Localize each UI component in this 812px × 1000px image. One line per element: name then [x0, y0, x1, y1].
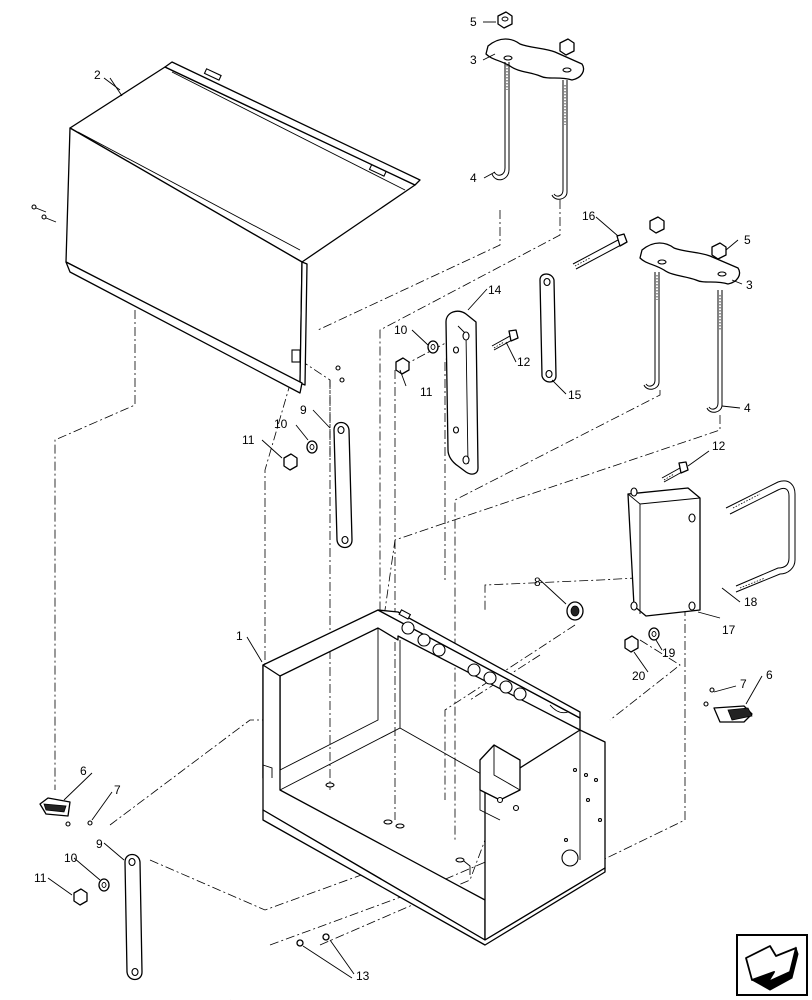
- battery-cover[interactable]: [65, 61, 421, 394]
- assembly-centerlines: [54, 200, 721, 946]
- callout-4a: 4: [470, 171, 477, 185]
- washer-middle: [306, 440, 318, 454]
- nut-upper: [395, 357, 410, 375]
- callout-9a: 9: [300, 403, 307, 417]
- callout-13: 13: [356, 969, 370, 983]
- bolt-upper: [491, 329, 519, 351]
- nut-bottom: [73, 888, 88, 906]
- callout-11a: 11: [420, 385, 433, 399]
- callout-20: 20: [632, 669, 646, 683]
- j-bolt-upper-right[interactable]: [551, 80, 568, 200]
- callout-7a: 7: [740, 677, 747, 691]
- callout-4b: 4: [744, 401, 751, 415]
- cover-screws: [31, 204, 345, 383]
- small-screws: [296, 933, 330, 947]
- grommet: [566, 601, 584, 621]
- j-bolt-right-b[interactable]: [706, 290, 723, 413]
- strap-plate[interactable]: [539, 273, 557, 383]
- callout-2: 2: [94, 68, 101, 82]
- callout-19: 19: [662, 646, 676, 660]
- callout-6a: 6: [766, 668, 773, 682]
- callout-10c: 10: [64, 851, 78, 865]
- hold-down-clamp-upper[interactable]: [485, 38, 585, 81]
- callout-11c: 11: [34, 871, 47, 885]
- callout-3a: 3: [470, 53, 477, 67]
- callout-labels: 2 1 5 3 4 16 5 3 4 14 10 11 12 15 9 10 1…: [34, 15, 773, 983]
- callout-10b: 10: [274, 417, 288, 431]
- j-bolt-upper-left[interactable]: [491, 62, 510, 181]
- washer-upper: [427, 340, 439, 354]
- battery-box[interactable]: [262, 609, 606, 946]
- clip-left[interactable]: [39, 797, 71, 817]
- callout-5b: 5: [744, 233, 751, 247]
- callout-12a: 12: [517, 355, 531, 369]
- callout-1: 1: [236, 629, 243, 643]
- callout-11b: 11: [242, 433, 255, 447]
- callout-15: 15: [568, 388, 582, 402]
- callout-9b: 9: [96, 837, 103, 851]
- next-page-arrow-icon[interactable]: [736, 934, 808, 996]
- washer-bottom: [98, 878, 110, 892]
- mounting-bracket[interactable]: [445, 310, 479, 475]
- clip-right[interactable]: [713, 705, 753, 723]
- callout-8: 8: [534, 575, 541, 589]
- pin-left: [65, 820, 93, 827]
- long-bolt[interactable]: [572, 233, 628, 270]
- hold-down-clamp-right[interactable]: [639, 242, 741, 285]
- angle-bracket[interactable]: [627, 487, 701, 617]
- callout-leaders: [47, 21, 763, 979]
- hex-nut-right-a: [649, 216, 665, 234]
- nut-middle: [283, 453, 298, 471]
- callout-12b: 12: [712, 439, 726, 453]
- callout-17: 17: [722, 623, 736, 637]
- callout-3b: 3: [746, 278, 753, 292]
- hex-nut-upper-right: [559, 38, 575, 56]
- pin-right: [703, 687, 715, 707]
- callout-14: 14: [488, 283, 502, 297]
- strap-bottom[interactable]: [124, 853, 143, 981]
- hex-nut-upper-left: [497, 11, 513, 29]
- callout-6b: 6: [80, 764, 87, 778]
- callout-10a: 10: [394, 323, 408, 337]
- u-bolt[interactable]: [725, 480, 796, 593]
- washer-right: [648, 627, 660, 641]
- callout-18: 18: [744, 595, 758, 609]
- callout-7b: 7: [114, 783, 121, 797]
- hex-nut-right-b: [711, 242, 727, 260]
- callout-5a: 5: [470, 15, 477, 29]
- nut-right: [624, 635, 639, 653]
- strap-middle[interactable]: [333, 421, 353, 549]
- j-bolt-right-a[interactable]: [643, 272, 660, 390]
- callout-16: 16: [582, 209, 596, 223]
- bolt-right: [661, 461, 689, 483]
